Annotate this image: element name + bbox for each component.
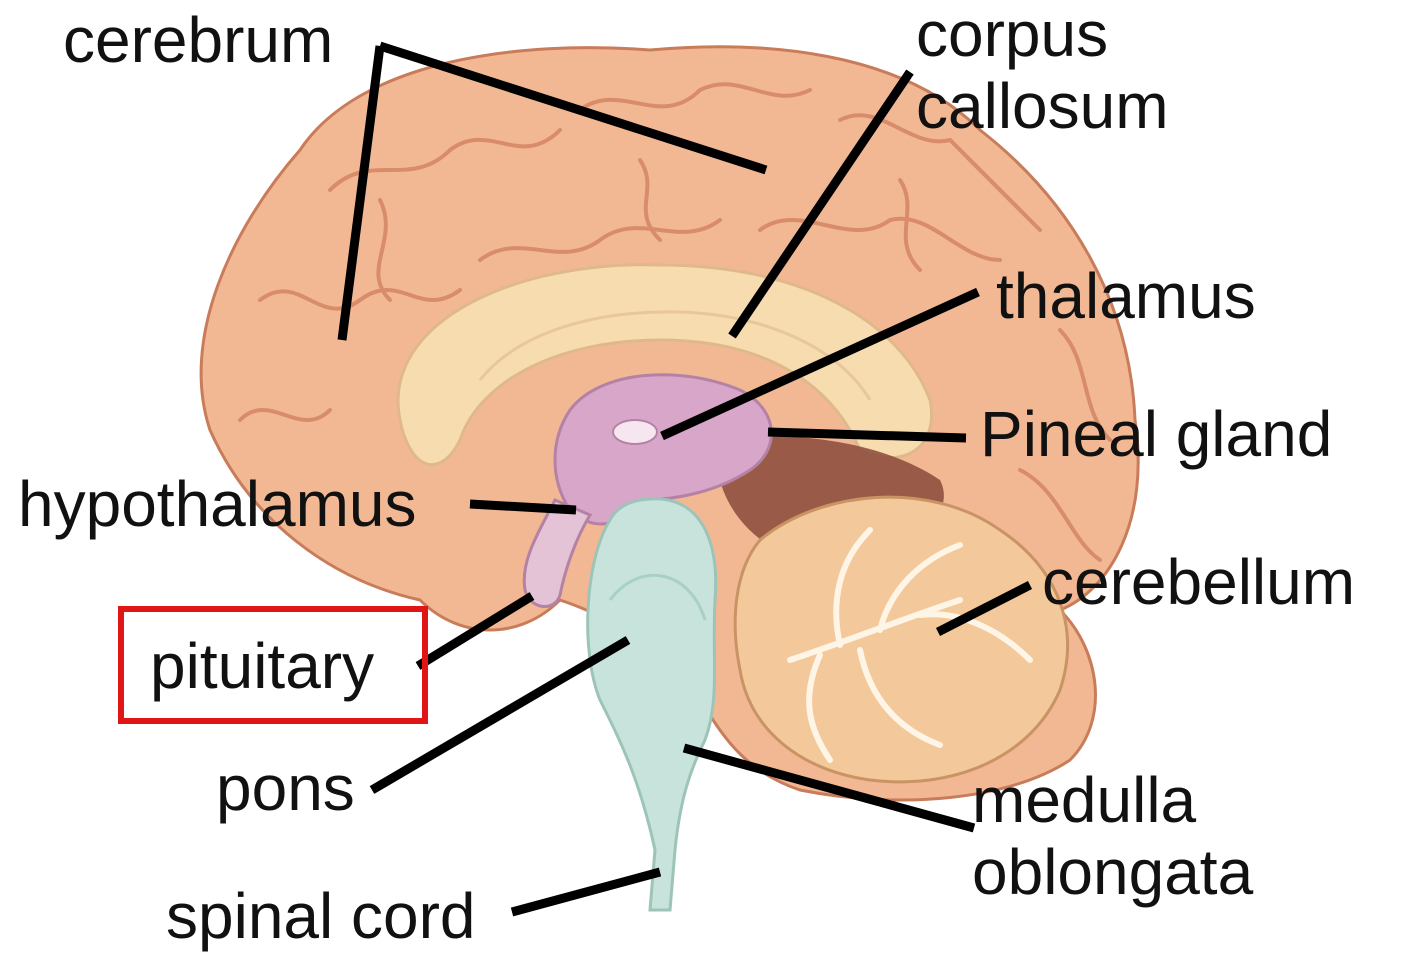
brainstem-shape [588,499,716,910]
label-thalamus: thalamus [996,264,1256,328]
label-corpus-callosum: corpus callosum [916,0,1169,142]
label-spinal-cord: spinal cord [166,884,476,948]
label-hypothalamus: hypothalamus [18,472,416,536]
label-corpus-callosum-line1: corpus [916,0,1169,70]
label-corpus-callosum-line2: callosum [916,70,1169,142]
label-medulla-oblongata-line2: oblongata [972,836,1253,908]
label-medulla-oblongata-line1: medulla [972,764,1253,836]
label-pineal-gland: Pineal gland [980,402,1332,466]
label-cerebrum: cerebrum [63,8,333,72]
label-cerebellum: cerebellum [1042,550,1355,614]
label-pons: pons [216,756,355,820]
label-medulla-oblongata: medulla oblongata [972,764,1253,908]
label-pituitary: pituitary [150,634,374,698]
